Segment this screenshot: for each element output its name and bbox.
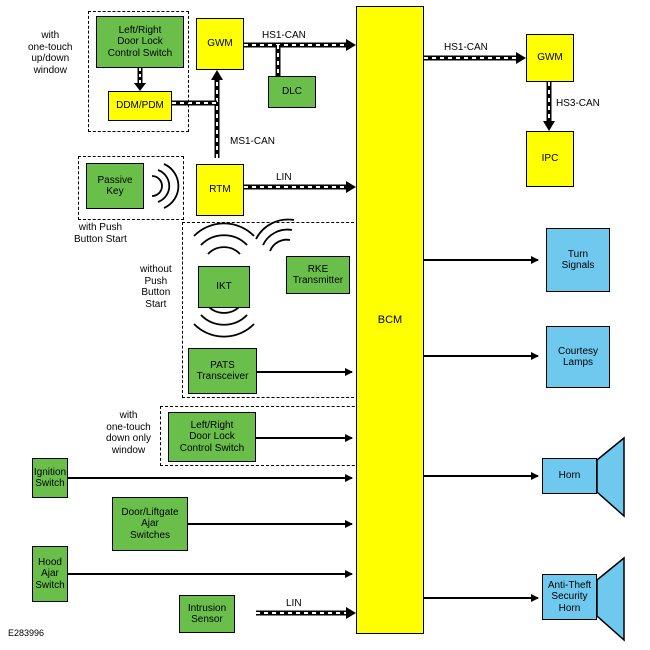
door-liftgate-ajar-label: Door/Liftgate Ajar Switches	[121, 506, 179, 541]
ipc-module[interactable]: IPC	[526, 131, 574, 187]
courtesy-lamps-output[interactable]: Courtesy Lamps	[546, 326, 610, 388]
passive-key-wave-icon	[151, 163, 180, 209]
lin-intrusion-label: LIN	[286, 598, 302, 609]
gwm-left-module[interactable]: GWM	[196, 18, 244, 70]
rke-transmitter-label: RKE Transmitter	[292, 263, 344, 287]
ikt-label: IKT	[216, 281, 232, 293]
rtm-label: RTM	[209, 184, 231, 196]
ikt-wave-top-icon	[193, 222, 255, 255]
passive-key-label: Passive Key	[97, 174, 133, 198]
intrusion-sensor-label: Intrusion Sensor	[187, 602, 227, 626]
anti-theft-horn-speaker-shape	[596, 556, 625, 642]
ignition-switch[interactable]: Ignition Switch	[32, 458, 68, 498]
ignition-switch-label: Ignition Switch	[33, 466, 67, 490]
pats-transceiver-label: PATS Transceiver	[196, 359, 249, 383]
note-one-touch-up-down: with one-touch up/down window	[28, 30, 73, 76]
passive-key-group	[78, 156, 184, 220]
anti-theft-horn-label: Anti-Theft Security Horn	[547, 579, 592, 614]
note-with-push-button: with Push Button Start	[74, 222, 127, 245]
door-lock-switch-bottom[interactable]: Left/Right Door Lock Control Switch	[168, 412, 256, 462]
figure-id: E283996	[8, 628, 45, 638]
rke-transmitter[interactable]: RKE Transmitter	[286, 256, 350, 294]
bus-arrowheads	[134, 39, 555, 619]
bcm-module[interactable]: BCM	[356, 6, 424, 634]
horn-speaker-shape	[596, 436, 625, 518]
door-lock-switch-bottom-label: Left/Right Door Lock Control Switch	[179, 419, 245, 454]
passive-key[interactable]: Passive Key	[86, 163, 144, 209]
ikt-wave-bottom-icon	[193, 305, 255, 338]
dlc-module[interactable]: DLC	[268, 76, 316, 108]
intrusion-sensor[interactable]: Intrusion Sensor	[179, 595, 235, 633]
turn-signals-label: Turn Signals	[561, 248, 595, 272]
ddm-pdm-module[interactable]: DDM/PDM	[108, 91, 172, 121]
gwm-right-module[interactable]: GWM	[526, 34, 574, 82]
horn-label: Horn	[558, 470, 581, 482]
door-liftgate-ajar-switches[interactable]: Door/Liftgate Ajar Switches	[112, 497, 188, 551]
signal-lines	[68, 256, 539, 602]
ipc-label: IPC	[541, 153, 559, 165]
door-lock-switch-top[interactable]: Left/Right Door Lock Control Switch	[96, 16, 184, 68]
rke-wave-icon	[255, 218, 295, 252]
hs3-can-label: HS3-CAN	[556, 98, 600, 109]
anti-theft-horn-output[interactable]: Anti-Theft Security Horn	[542, 574, 597, 620]
gwm-right-label: GWM	[537, 52, 563, 64]
lin-rtm-label: LIN	[276, 172, 292, 183]
note-one-touch-down-only: with one-touch down only window	[106, 410, 152, 456]
horn-output[interactable]: Horn	[542, 458, 597, 494]
hs1-can-right-label: HS1-CAN	[444, 42, 488, 53]
hood-ajar-label: Hood Ajar Switch	[35, 556, 65, 591]
ddm-pdm-label: DDM/PDM	[116, 100, 164, 112]
ikt-module[interactable]: IKT	[198, 266, 250, 308]
bcm-label: BCM	[377, 313, 403, 326]
gwm-left-label: GWM	[207, 38, 233, 50]
hood-ajar-switch[interactable]: Hood Ajar Switch	[32, 546, 68, 602]
rtm-module[interactable]: RTM	[196, 164, 244, 216]
turn-signals-output[interactable]: Turn Signals	[546, 228, 610, 292]
door-lock-switch-top-label: Left/Right Door Lock Control Switch	[107, 24, 173, 59]
hs1-can-left-label: HS1-CAN	[262, 30, 306, 41]
ms1-can-label: MS1-CAN	[230, 136, 276, 147]
bus-lines	[137, 42, 552, 616]
courtesy-lamps-label: Courtesy Lamps	[557, 345, 598, 369]
pats-transceiver[interactable]: PATS Transceiver	[188, 348, 257, 394]
one-touch-up-down-group	[88, 11, 189, 132]
note-without-push-button: without Push Button Start	[140, 264, 172, 310]
dlc-label: DLC	[281, 86, 302, 98]
